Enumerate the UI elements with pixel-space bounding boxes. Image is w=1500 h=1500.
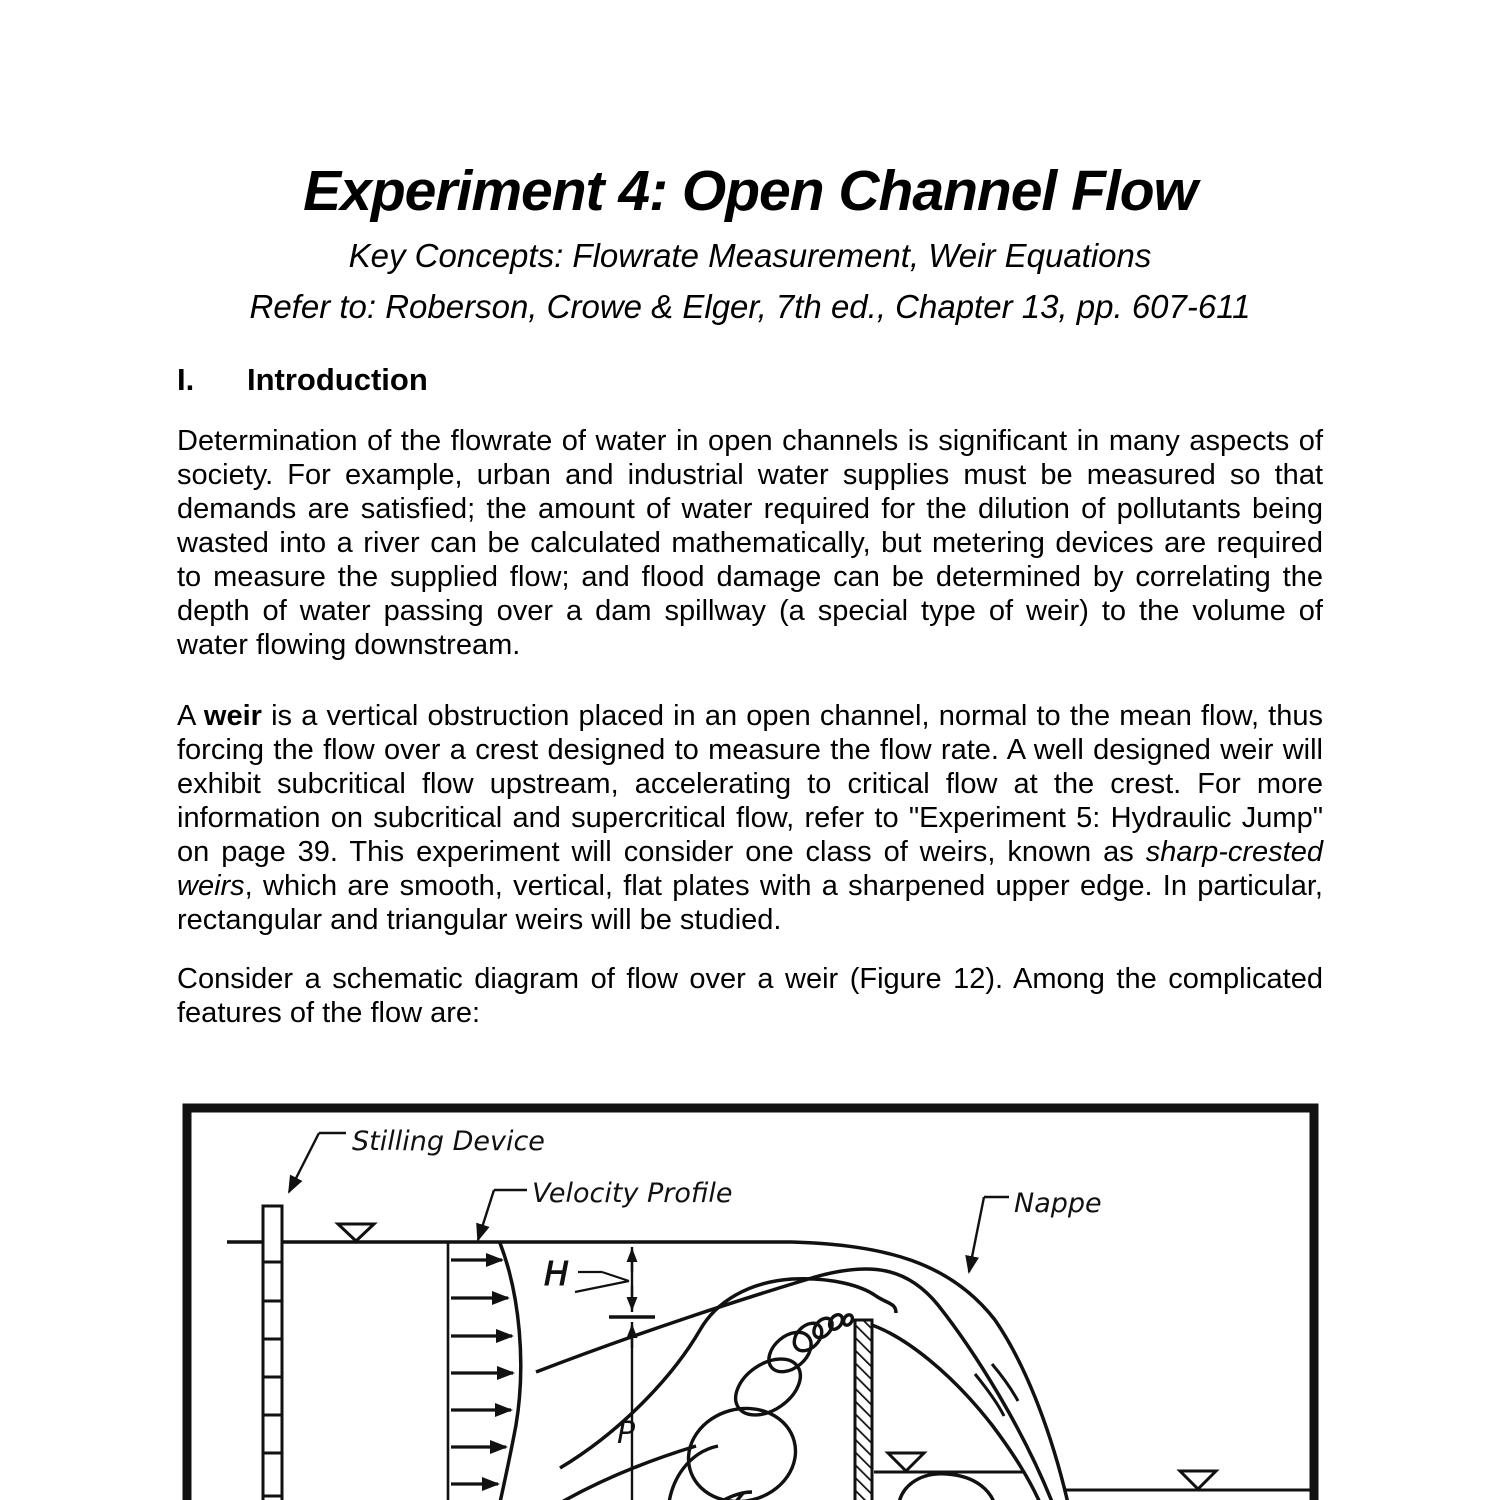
subtitle-reference: Refer to: Roberson, Crowe & Elger, 7th e…	[249, 288, 1251, 325]
head-label: H	[544, 1254, 569, 1293]
stilling-device-callout: Stilling Device	[287, 1126, 545, 1194]
streamlines	[535, 1267, 1054, 1500]
page-title: Experiment 4: Open Channel Flow	[303, 159, 1198, 223]
nappe-callout: Nappe	[965, 1188, 1102, 1274]
subtitle-key-concepts: Key Concepts: Flowrate Measurement, Weir…	[348, 237, 1152, 274]
paragraph-2-text: , which are smooth, vertical, flat plate…	[177, 870, 1323, 936]
nappe-label: Nappe	[1014, 1188, 1102, 1219]
paragraph-2-text: A	[177, 700, 204, 732]
head-dimension-H: H	[544, 1247, 655, 1319]
section-heading: Introduction	[247, 362, 428, 397]
weir-plate	[853, 1318, 874, 1500]
velocity-profile-callout: Velocity Profile	[476, 1178, 732, 1242]
water-surface-symbol-upstream	[334, 1222, 378, 1244]
weir-height-dimension-P: P	[617, 1322, 638, 1500]
paragraph-2-text: is a vertical obstruction placed in an o…	[177, 700, 1323, 868]
velocity-arrows	[451, 1253, 515, 1491]
paragraph-1: Determination of the flowrate of water i…	[177, 425, 1323, 661]
stilling-device-label: Stilling Device	[352, 1126, 545, 1157]
nappe-jet	[791, 1240, 1070, 1500]
figure-border	[182, 1103, 1319, 1500]
stilling-device	[261, 1204, 284, 1500]
sharp-crested-weirs-italic-term: sharp-crested weirs	[177, 836, 1323, 902]
section-number: I.	[177, 362, 195, 397]
downstream-water-surface	[1066, 1469, 1313, 1492]
vortex-spirals	[667, 1313, 855, 1500]
pool-behind-weir	[874, 1451, 1024, 1500]
weir-bold-term: weir	[203, 700, 262, 732]
velocity-profile	[446, 1242, 523, 1500]
velocity-profile-label: Velocity Profile	[532, 1178, 732, 1209]
figure-12-weir-schematic: H P	[179, 1096, 1322, 1500]
paragraph-2: A weir is a vertical obstruction placed …	[177, 699, 1323, 937]
weir-height-label: P	[617, 1416, 636, 1451]
paragraph-3: Consider a schematic diagram of flow ove…	[177, 963, 1323, 1029]
